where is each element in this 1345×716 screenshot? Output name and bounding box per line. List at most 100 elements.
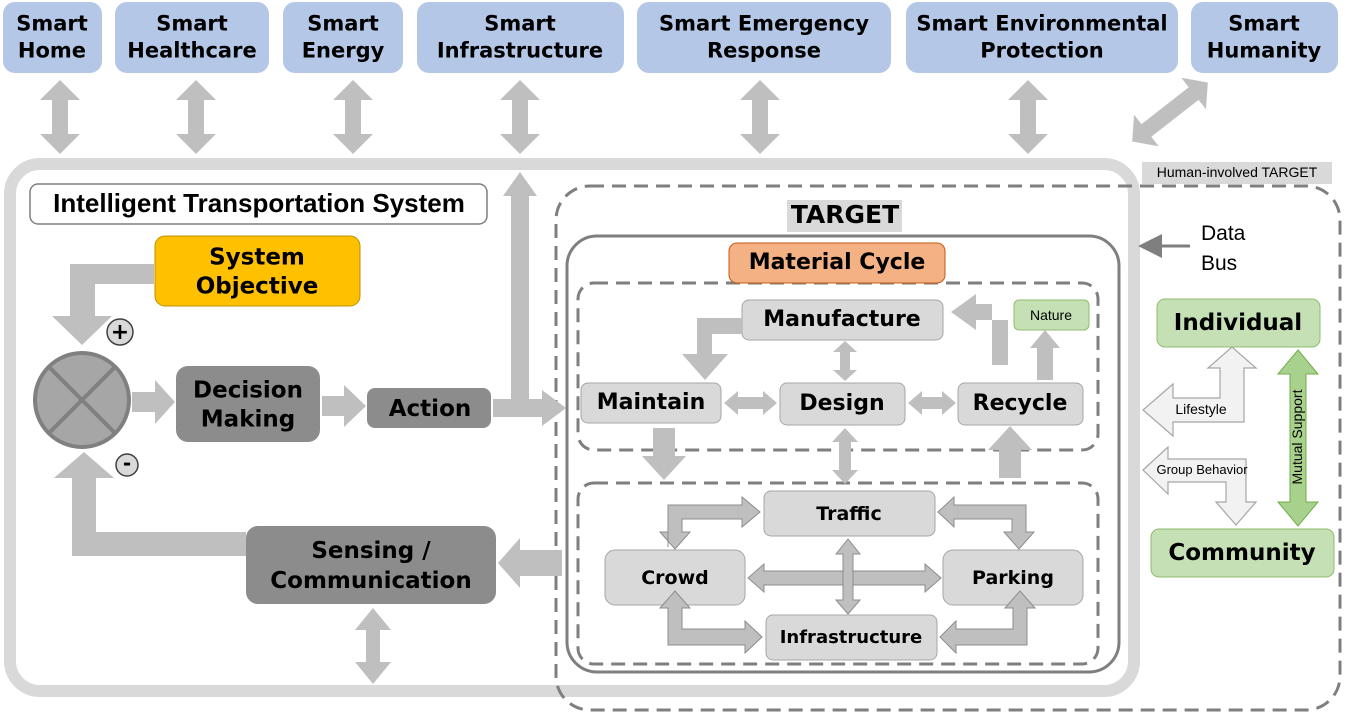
material-cycle-box[interactable] bbox=[728, 242, 946, 284]
objective-to-comparator-arrow bbox=[52, 264, 154, 345]
decision-to-action-arrow bbox=[322, 385, 366, 427]
infrastructure-label: Infrastructure bbox=[780, 627, 923, 648]
community-box[interactable] bbox=[1150, 528, 1335, 578]
nature-to-recycle-arrow bbox=[1030, 330, 1060, 380]
lifestyle-label: Lifestyle bbox=[1175, 401, 1227, 417]
individual-label: Individual bbox=[1174, 310, 1302, 336]
target-label: TARGET bbox=[791, 200, 899, 229]
decision-making-box[interactable] bbox=[176, 366, 320, 442]
nature-label: Nature bbox=[1030, 307, 1072, 323]
domain-box-smart-energy[interactable] bbox=[283, 2, 403, 73]
crowd-infrastructure-arrow bbox=[658, 590, 763, 655]
recycle-box[interactable] bbox=[957, 382, 1084, 426]
mobility-to-recycle-arrow bbox=[988, 426, 1032, 478]
action-to-target-arrow bbox=[493, 390, 566, 426]
its-container bbox=[4, 158, 1140, 697]
its-title: Intelligent Transportation System bbox=[53, 188, 465, 218]
lifestyle-arrow bbox=[1142, 346, 1258, 438]
maintain-design-arrow bbox=[724, 391, 777, 415]
sensing-box[interactable] bbox=[246, 526, 496, 604]
double-arrow-energy bbox=[333, 80, 373, 154]
design-label: Design bbox=[799, 391, 884, 416]
double-arrow-home bbox=[40, 80, 80, 154]
maintain-box[interactable] bbox=[580, 382, 722, 424]
community-label: Community bbox=[1168, 540, 1315, 566]
individual-box[interactable] bbox=[1156, 298, 1321, 348]
target-container bbox=[565, 234, 1121, 674]
domain-box-smart-home[interactable] bbox=[3, 2, 102, 73]
top-domain-boxes bbox=[3, 2, 1338, 73]
mobility-group bbox=[576, 481, 1100, 666]
design-vertical-arrow bbox=[832, 428, 858, 484]
group-behavior-label: Group Behavior bbox=[1156, 462, 1248, 477]
group-behavior-arrow bbox=[1142, 445, 1258, 526]
domain-box-smart-humanity[interactable] bbox=[1191, 2, 1338, 73]
domain-box-smart-environmental-protection[interactable] bbox=[906, 2, 1178, 73]
domain-box-smart-infrastructure[interactable] bbox=[417, 2, 624, 73]
plus-sign: + bbox=[111, 320, 129, 345]
parking-label: Parking bbox=[972, 567, 1054, 589]
crowd-traffic-arrow bbox=[658, 495, 761, 550]
mobility-arrows bbox=[658, 495, 1037, 655]
design-recycle-arrow bbox=[908, 391, 956, 415]
traffic-label: Traffic bbox=[816, 503, 882, 525]
action-label: Action bbox=[389, 396, 472, 422]
maintain-label: Maintain bbox=[597, 390, 706, 415]
double-arrow-humanity bbox=[1132, 77, 1208, 147]
traffic-parking-arrow bbox=[937, 495, 1036, 550]
recycle-label: Recycle bbox=[973, 391, 1068, 416]
comparator bbox=[33, 351, 131, 449]
action-box[interactable] bbox=[367, 388, 491, 428]
human-target-label: Human-involved TARGET bbox=[1157, 164, 1318, 180]
comparator-to-decision-arrow bbox=[132, 380, 175, 424]
infrastructure-box[interactable] bbox=[765, 614, 938, 661]
material-cycle-label: Material Cycle bbox=[749, 250, 926, 275]
minus-sign: - bbox=[123, 451, 131, 475]
target-label-bg bbox=[787, 200, 902, 232]
maintain-down-arrow bbox=[642, 428, 686, 480]
recycle-to-manufacture-arrow bbox=[951, 294, 1008, 365]
double-arrow-environment bbox=[1008, 80, 1048, 154]
mutual-support-arrow bbox=[1276, 349, 1320, 527]
traffic-infrastructure-arrow bbox=[834, 538, 862, 615]
system-objective-box[interactable] bbox=[154, 235, 361, 307]
human-target-label-bg bbox=[1142, 162, 1332, 184]
double-arrow-healthcare bbox=[176, 80, 216, 154]
material-cycle-arrows bbox=[642, 294, 1060, 484]
manufacture-label: Manufacture bbox=[763, 307, 920, 332]
domain-box-smart-emergency-response[interactable] bbox=[637, 2, 891, 73]
target-to-sensing-arrow bbox=[498, 538, 562, 588]
plus-circle bbox=[106, 318, 134, 346]
action-to-infrastructure-arrow bbox=[503, 172, 537, 399]
sensing-vertical-arrow bbox=[355, 608, 391, 684]
double-arrow-infrastructure bbox=[500, 80, 540, 154]
sensing-label: Sensing /Communication bbox=[270, 538, 471, 594]
design-box[interactable] bbox=[779, 382, 906, 426]
crowd-label: Crowd bbox=[641, 567, 709, 589]
manufacture-to-maintain-arrow bbox=[682, 318, 742, 380]
feedback-arrow bbox=[54, 452, 246, 556]
manufacture-design-arrow bbox=[833, 341, 857, 381]
mutual-support-label: Mutual Support bbox=[1289, 389, 1305, 484]
double-arrow-emergency bbox=[740, 80, 780, 154]
its-title-box bbox=[29, 183, 488, 225]
domain-box-smart-healthcare[interactable] bbox=[115, 2, 269, 73]
human-target-container bbox=[554, 184, 1342, 712]
nature-box[interactable] bbox=[1013, 299, 1090, 331]
traffic-box[interactable] bbox=[763, 490, 936, 537]
minus-circle bbox=[115, 453, 139, 477]
infrastructure-parking-arrow bbox=[939, 590, 1037, 655]
domain-link-arrows bbox=[40, 77, 1208, 154]
